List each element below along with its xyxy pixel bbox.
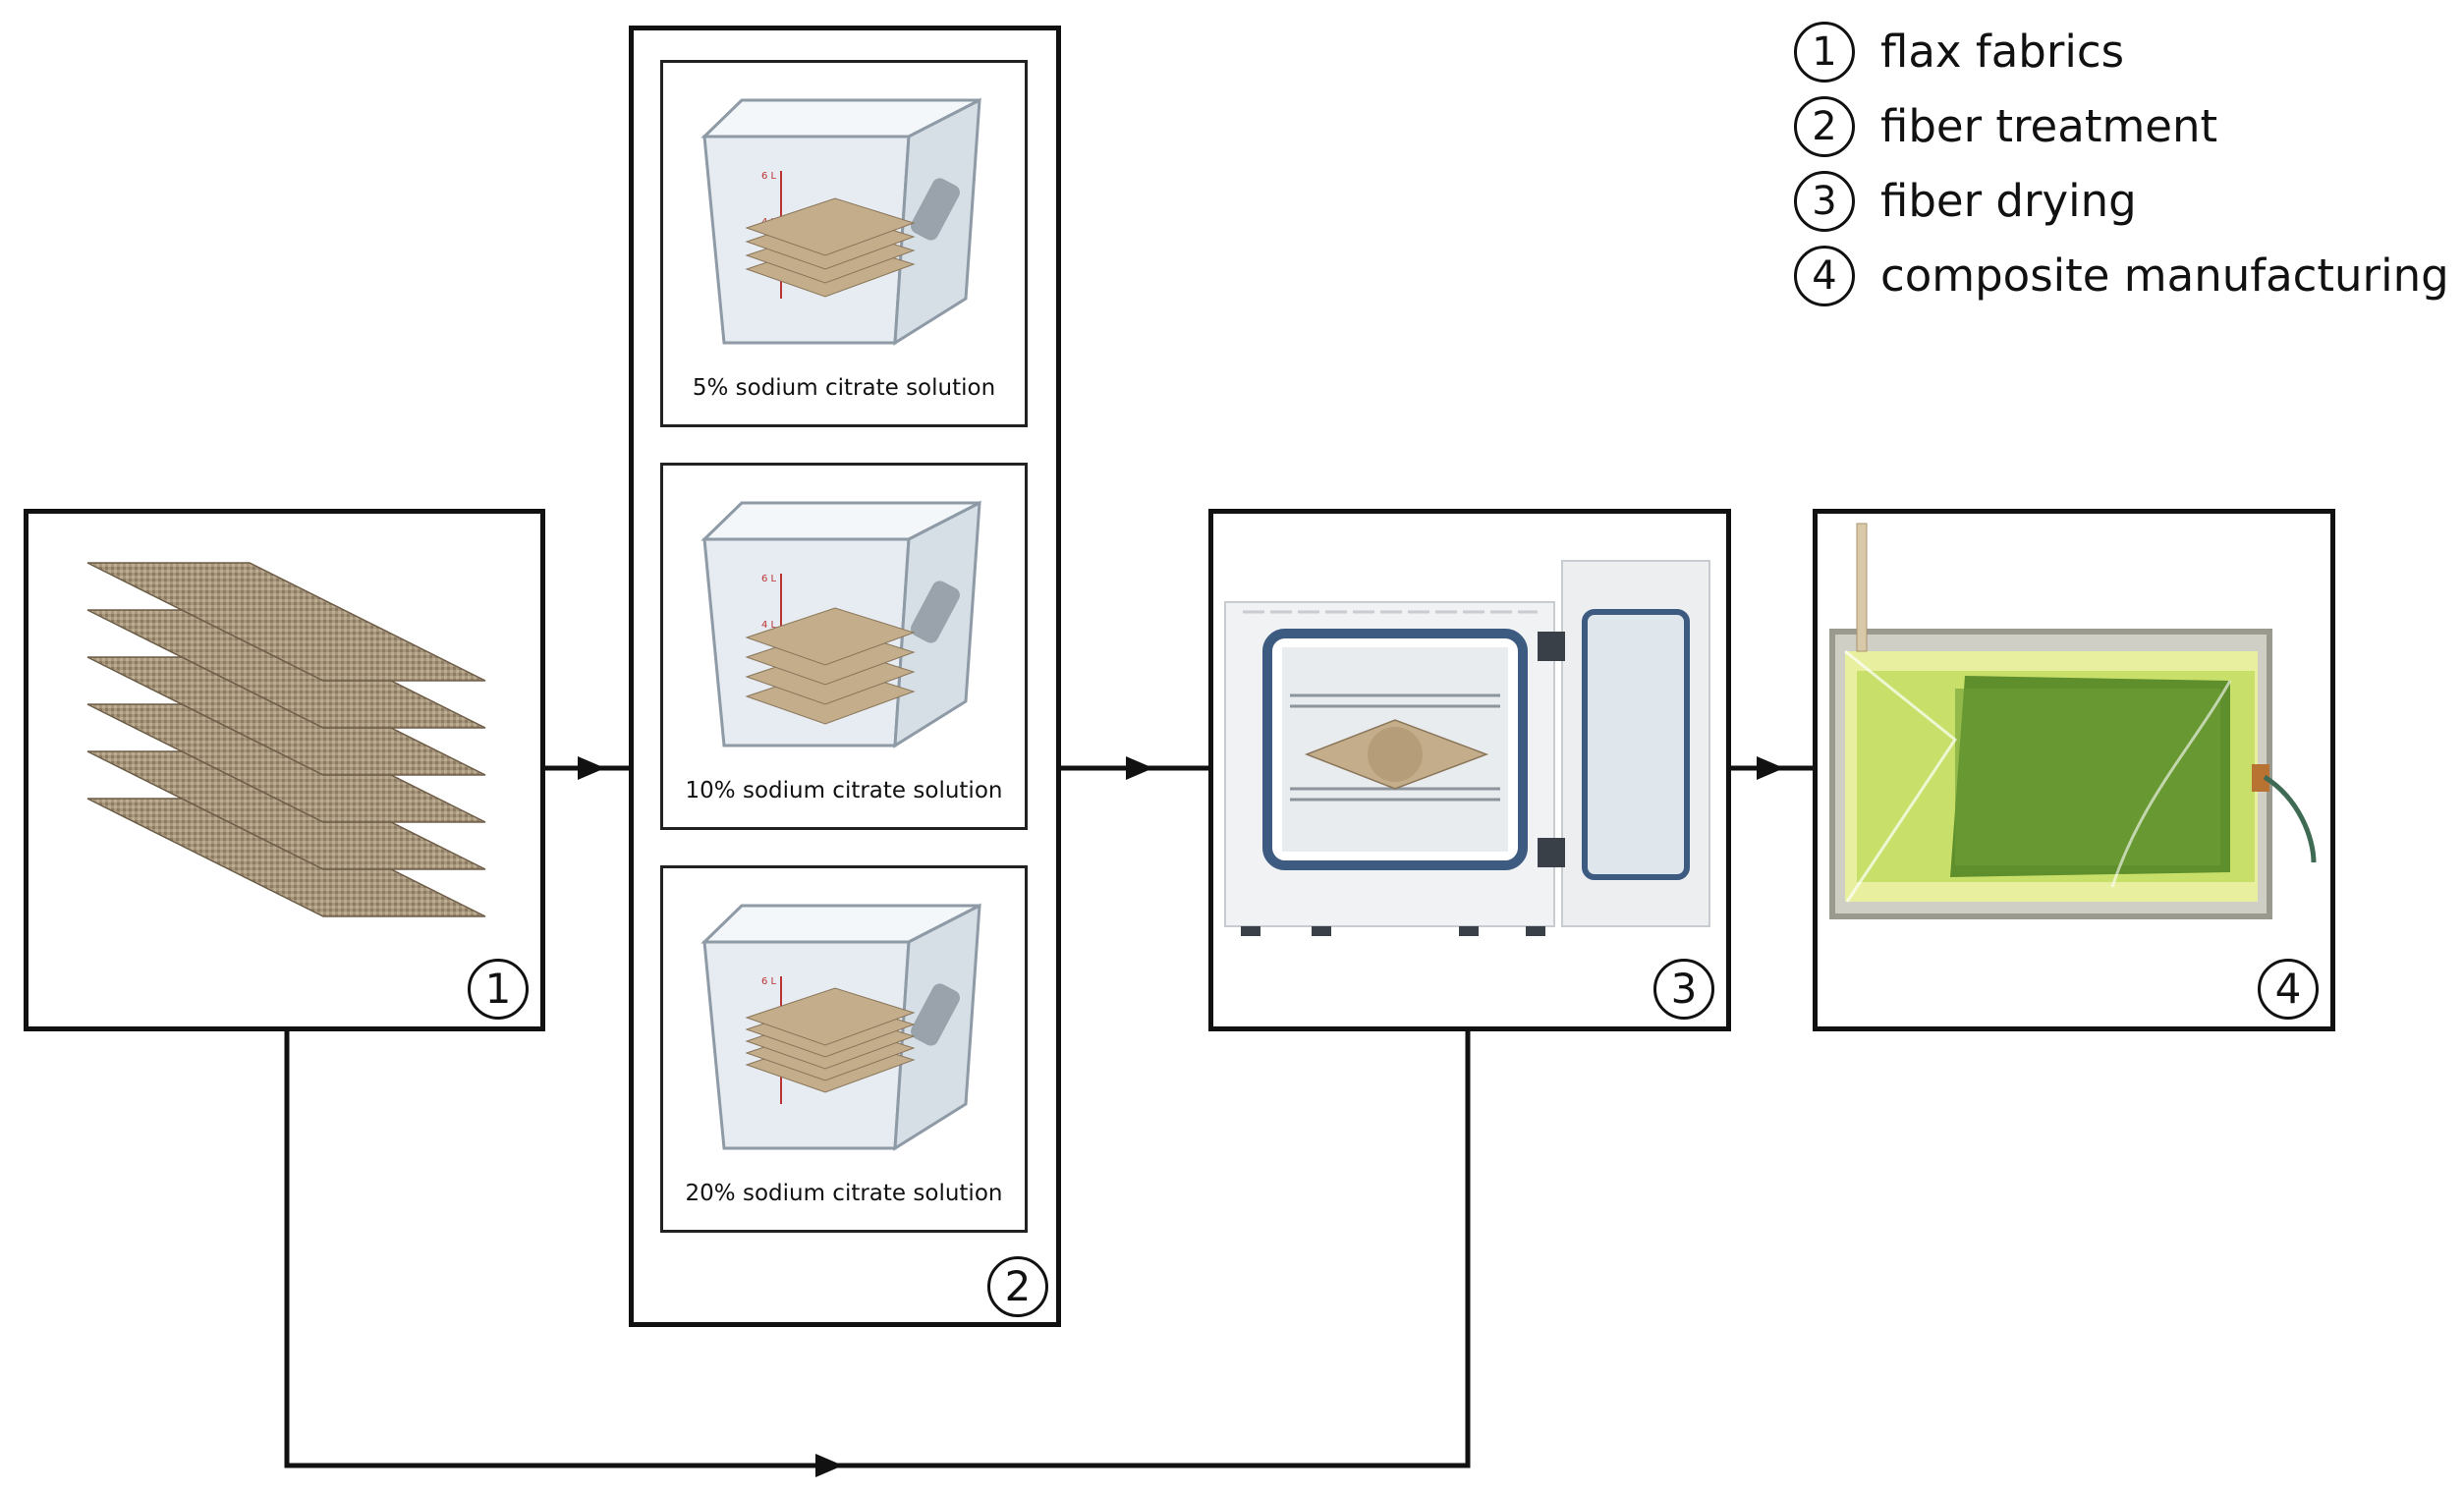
arrow-head-3-to-4 <box>1757 756 1784 780</box>
treatment-container-20-image: 6 L 4 L <box>700 903 981 1151</box>
composite-panel-image <box>1829 523 2317 919</box>
legend-item-4: 4 composite manufacturing <box>1794 246 2449 308</box>
flax-fabric-stack-image <box>86 562 486 917</box>
connector-bypass-1-to-3 <box>284 1031 1471 1468</box>
fabric-layer-1 <box>86 562 486 682</box>
svg-text:6 L: 6 L <box>761 976 777 987</box>
legend-item-3: 3 fiber drying <box>1794 171 2383 234</box>
step4-number: 4 <box>2258 959 2319 1020</box>
solution-panel-5: 6 L 4 L 5% sodium citrate solution <box>660 60 1028 427</box>
solution-panel-10: 6 L 4 L 10% sodium citrate solution <box>660 463 1028 830</box>
arrow-head-1-to-2 <box>578 756 605 780</box>
step2-box: 6 L 4 L 5% sodium citrate solution <box>629 26 1061 1327</box>
legend-item-2: 2 fiber treatment <box>1794 96 2383 159</box>
solution-label-20: 20% sodium citrate solution <box>685 1181 1003 1206</box>
step2-number: 2 <box>987 1256 1048 1317</box>
step3-number: 3 <box>1653 959 1714 1020</box>
drying-oven-image <box>1224 560 1710 936</box>
legend-label-3: fiber drying <box>1880 175 2137 227</box>
legend-label-1: flax fabrics <box>1880 26 2125 78</box>
solution-label-10: 10% sodium citrate solution <box>685 778 1003 803</box>
treatment-container-10-image: 6 L 4 L <box>700 500 981 748</box>
treatment-container-5-image: 6 L 4 L <box>700 97 981 346</box>
step1-box: 1 <box>24 509 545 1031</box>
legend-number-3: 3 <box>1794 171 1855 232</box>
legend-number-4: 4 <box>1794 246 1855 306</box>
svg-text:6 L: 6 L <box>761 574 777 584</box>
legend-number-1: 1 <box>1794 22 1855 83</box>
legend-label-2: fiber treatment <box>1880 100 2218 152</box>
arrow-head-2-to-3 <box>1126 756 1153 780</box>
step4-box: 4 <box>1813 509 2335 1031</box>
legend-item-1: 1 flax fabrics <box>1794 22 2383 84</box>
step3-box: 3 <box>1208 509 1731 1031</box>
svg-text:4 L: 4 L <box>761 620 777 631</box>
solution-panel-20: 6 L 4 L 20% sodium citrate solution <box>660 865 1028 1233</box>
svg-text:6 L: 6 L <box>761 171 777 182</box>
step1-number: 1 <box>468 959 529 1020</box>
arrow-head-bypass <box>815 1454 843 1477</box>
legend-label-4: composite manufacturing <box>1880 249 2449 302</box>
legend-number-2: 2 <box>1794 96 1855 157</box>
solution-label-5: 5% sodium citrate solution <box>692 375 996 401</box>
